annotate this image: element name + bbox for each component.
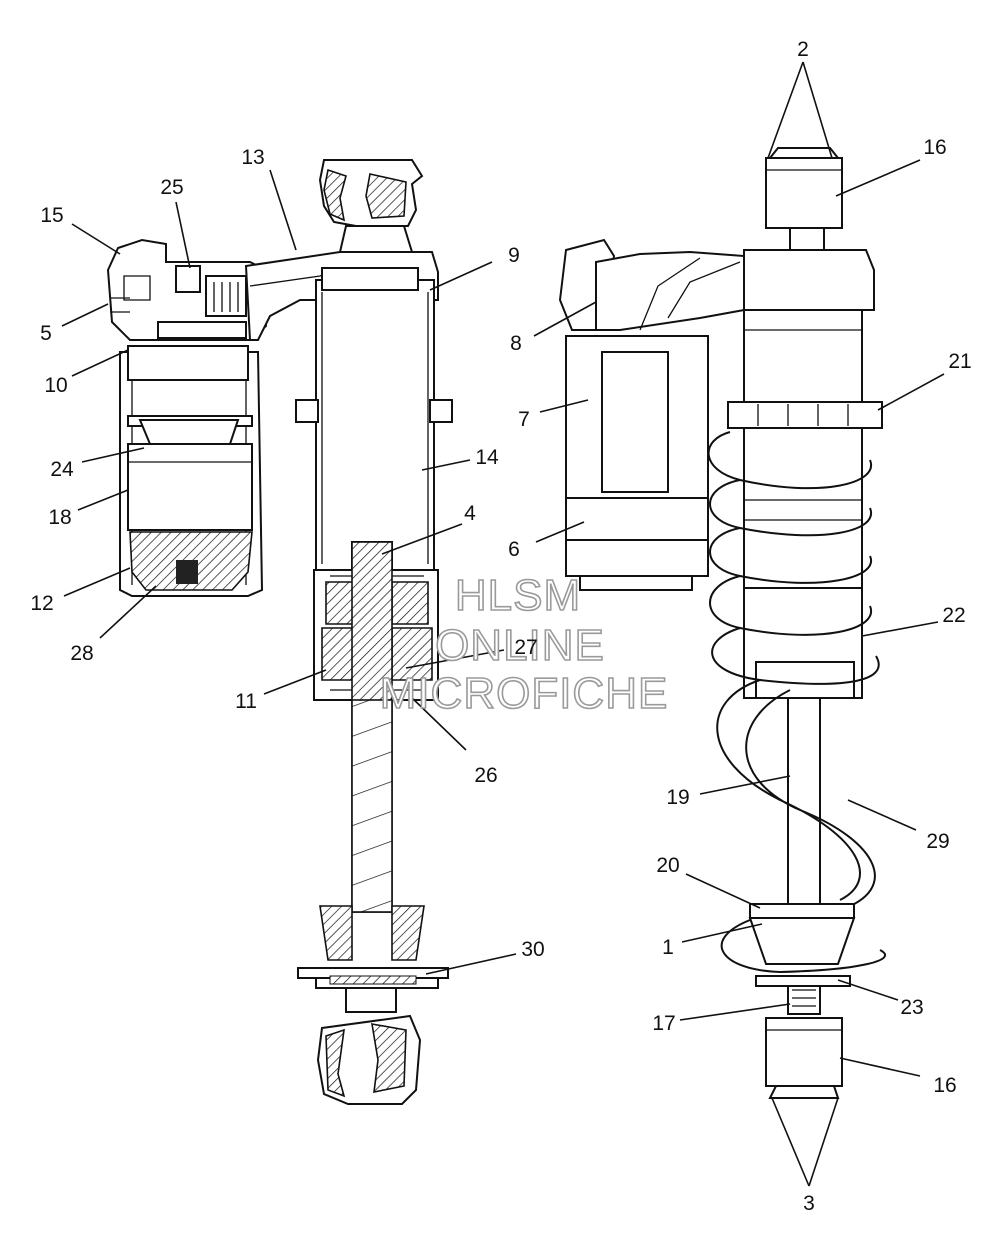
callout-30: 30 — [521, 938, 544, 961]
callout-3: 3 — [803, 1192, 815, 1215]
callout-4: 4 — [464, 502, 476, 525]
callout-29: 29 — [926, 830, 949, 853]
callout-13: 13 — [241, 146, 264, 169]
callout-11: 11 — [235, 690, 257, 713]
exterior-view — [558, 147, 887, 1099]
callout-16-top: 16 — [923, 136, 946, 159]
callout-23: 23 — [900, 996, 923, 1019]
watermark-line-1: HLSM — [455, 571, 581, 620]
callout-26: 26 — [474, 764, 497, 787]
callout-labels: 1 2 3 4 5 6 7 8 9 10 11 12 13 14 15 16 1… — [30, 38, 971, 1215]
watermark-line-3: MICROFICHE — [380, 669, 669, 718]
callout-8: 8 — [510, 332, 522, 355]
callout-2: 2 — [797, 38, 809, 61]
callout-18: 18 — [48, 506, 71, 529]
callout-24: 24 — [50, 458, 74, 481]
callout-12: 12 — [30, 592, 53, 615]
callout-7: 7 — [518, 408, 530, 431]
callout-19: 19 — [666, 786, 689, 809]
callout-14: 14 — [475, 446, 499, 469]
callout-25: 25 — [160, 176, 183, 199]
callout-1: 1 — [662, 936, 674, 959]
callout-9: 9 — [508, 244, 520, 267]
callout-10: 10 — [44, 374, 67, 397]
leader-lines — [61, 61, 945, 1187]
callout-22: 22 — [942, 604, 965, 627]
callout-28: 28 — [70, 642, 93, 665]
callout-27: 27 — [514, 636, 537, 659]
watermark-line-2: ONLINE — [435, 621, 605, 670]
callout-5: 5 — [40, 322, 52, 345]
callout-20: 20 — [656, 854, 679, 877]
callout-6: 6 — [508, 538, 520, 561]
callout-15: 15 — [40, 204, 63, 227]
callout-21: 21 — [948, 350, 971, 373]
callout-17: 17 — [652, 1012, 675, 1035]
section-view — [106, 159, 453, 1105]
watermark: HLSM ONLINE MICROFICHE — [379, 570, 669, 719]
callout-16-bottom: 16 — [933, 1074, 956, 1097]
